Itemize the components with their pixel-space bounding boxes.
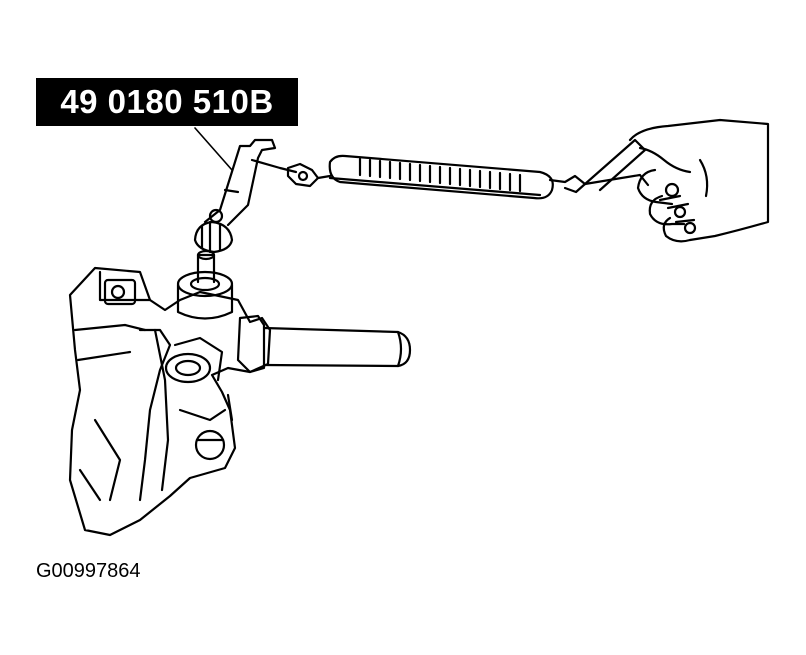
rack-tube (236, 314, 412, 374)
steering-gear-housing (68, 266, 272, 537)
tool-number-label: 49 0180 510B (36, 78, 298, 126)
figure-id: G00997864 (36, 560, 141, 582)
spring-scale-icon (250, 154, 587, 200)
hand-icon (583, 118, 770, 243)
torque-adapter-tool (203, 138, 277, 227)
leader-line (194, 127, 233, 171)
pinion-shaft (176, 220, 234, 320)
